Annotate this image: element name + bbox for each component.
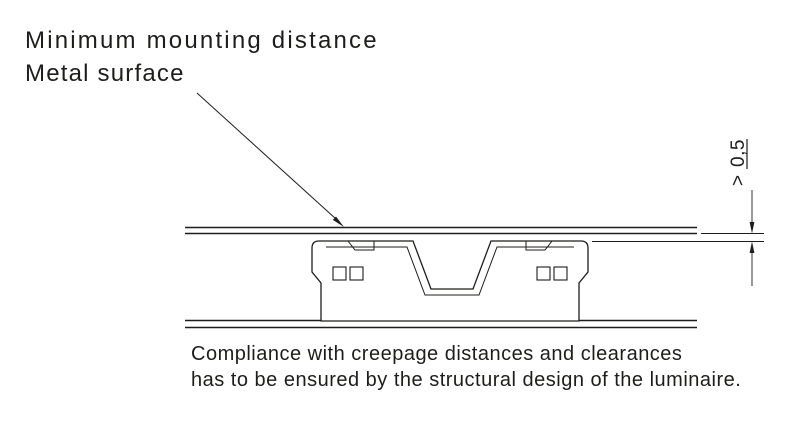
component-inner-contour	[326, 246, 574, 296]
leader-line	[196, 92, 337, 220]
component-terminal-right-2	[553, 266, 568, 281]
leader-arrowhead-icon	[332, 216, 344, 227]
component-terminal-left-1	[332, 266, 347, 281]
dimension-arrow-up-icon	[749, 241, 755, 253]
dimension-value: 0,5	[728, 139, 749, 167]
compliance-note: Compliance with creepage distances and c…	[191, 341, 741, 393]
compliance-note-line-2: has to be ensured by the structural desi…	[191, 369, 742, 391]
component-outline	[311, 240, 589, 322]
component-left-clip	[346, 240, 375, 251]
component-right-clip	[525, 240, 554, 251]
compliance-note-line-1: Compliance with creepage distances and c…	[191, 343, 683, 365]
dimension-arrow-down-icon	[749, 222, 755, 234]
component-terminal-left-2	[349, 266, 364, 281]
metal-surface-label: Metal surface	[25, 60, 185, 87]
component-terminal-right-1	[536, 266, 551, 281]
dimension-prefix: >	[728, 174, 749, 186]
diagram-title: Minimum mounting distance	[25, 27, 379, 54]
